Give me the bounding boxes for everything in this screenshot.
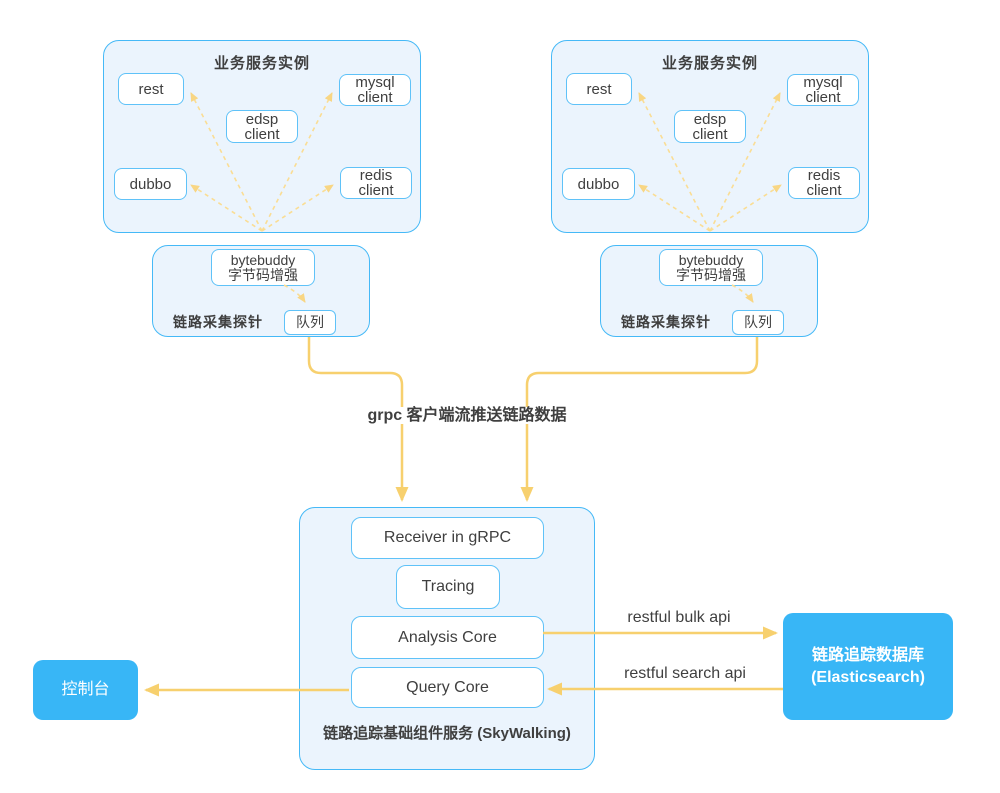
rest-node: rest <box>118 73 184 105</box>
storage-caption-line1: 链路追踪数据库 <box>811 646 924 664</box>
redis-label-line1: redis <box>359 167 393 184</box>
console-label: 控制台 <box>61 681 110 698</box>
analysis-core-label: Analysis Core <box>398 628 497 646</box>
rest-node: rest <box>566 73 632 105</box>
edsp-label-line1: edsp <box>693 110 727 128</box>
console-box: 控制台 <box>33 660 138 720</box>
mysql-label-line1: mysql <box>803 74 843 91</box>
queue-label: 队列 <box>296 314 324 330</box>
queue-node: 队列 <box>732 310 784 335</box>
enhancer-label-line2: 字节码增强 <box>228 266 298 283</box>
dubbo-label: dubbo <box>577 175 620 193</box>
trace-probe-panel-right: bytebuddy 字节码增强 链路采集探针 队列 <box>600 245 818 337</box>
dubbo-label: dubbo <box>129 175 172 193</box>
tracing-label: Tracing <box>421 578 475 595</box>
mysql-label-line2: client <box>357 89 393 106</box>
mysql-client-node: mysql client <box>787 74 859 106</box>
mysql-label-line2: client <box>805 89 841 106</box>
search-api-label: restful search api <box>605 665 765 683</box>
edsp-label-line2: client <box>244 125 280 143</box>
rest-label: rest <box>586 80 612 98</box>
redis-label-line2: client <box>806 182 842 199</box>
trace-probe-panel-left: bytebuddy 字节码增强 链路采集探针 队列 <box>152 245 370 337</box>
service-instance-panel-left: 业务服务实例 rest edsp client mysql client dub… <box>103 40 421 233</box>
bulk-api-label: restful bulk api <box>599 609 759 627</box>
redis-client-node: redis client <box>788 167 860 199</box>
skywalking-panel: Receiver in gRPC Tracing Analysis Core Q… <box>299 507 595 770</box>
receiver-grpc-module: Receiver in gRPC <box>351 517 544 559</box>
edsp-label-line2: client <box>692 125 728 143</box>
storage-caption-line2: (Elasticsearch) <box>811 668 925 686</box>
edsp-label-line1: edsp <box>245 110 279 128</box>
queue-node: 队列 <box>284 310 336 335</box>
dubbo-node: dubbo <box>114 168 187 200</box>
redis-client-node: redis client <box>340 167 412 199</box>
queue-label: 队列 <box>744 314 772 330</box>
dubbo-node: dubbo <box>562 168 635 200</box>
query-core-module: Query Core <box>351 667 544 708</box>
redis-label-line2: client <box>358 182 394 199</box>
enhancer-label-line2: 字节码增强 <box>676 266 746 283</box>
bytebuddy-enhancer-node: bytebuddy 字节码增强 <box>659 249 763 286</box>
mysql-client-node: mysql client <box>339 74 411 106</box>
trace-probe-label: 链路采集探针 <box>173 314 263 330</box>
service-instance-panel-right: 业务服务实例 rest edsp client mysql client dub… <box>551 40 869 233</box>
skywalking-caption-line2: (SkyWalking) <box>477 725 571 742</box>
query-core-label: Query Core <box>406 678 489 696</box>
mysql-label-line1: mysql <box>355 74 395 91</box>
skywalking-caption-line1: 链路追踪基础组件服务 <box>323 725 474 742</box>
trace-probe-label: 链路采集探针 <box>621 314 711 330</box>
grpc-flow-label: grpc 客户端流推送链路数据 <box>337 401 597 425</box>
skywalking-caption: 链路追踪基础组件服务 (SkyWalking) <box>300 724 594 743</box>
redis-label-line1: redis <box>807 167 841 184</box>
receiver-grpc-label: Receiver in gRPC <box>383 529 512 546</box>
enhancer-label-line1: bytebuddy <box>678 251 744 268</box>
edsp-client-node: edsp client <box>674 110 746 143</box>
edsp-client-node: edsp client <box>226 110 298 143</box>
analysis-core-module: Analysis Core <box>351 616 544 659</box>
trace-storage-box: 链路追踪数据库 (Elasticsearch) <box>783 613 953 720</box>
bytebuddy-enhancer-node: bytebuddy 字节码增强 <box>211 249 315 286</box>
rest-label: rest <box>138 80 164 98</box>
service-instance-title: 业务服务实例 <box>213 55 310 72</box>
enhancer-label-line1: bytebuddy <box>230 251 296 268</box>
service-instance-title: 业务服务实例 <box>661 55 758 72</box>
tracing-module: Tracing <box>396 565 500 609</box>
